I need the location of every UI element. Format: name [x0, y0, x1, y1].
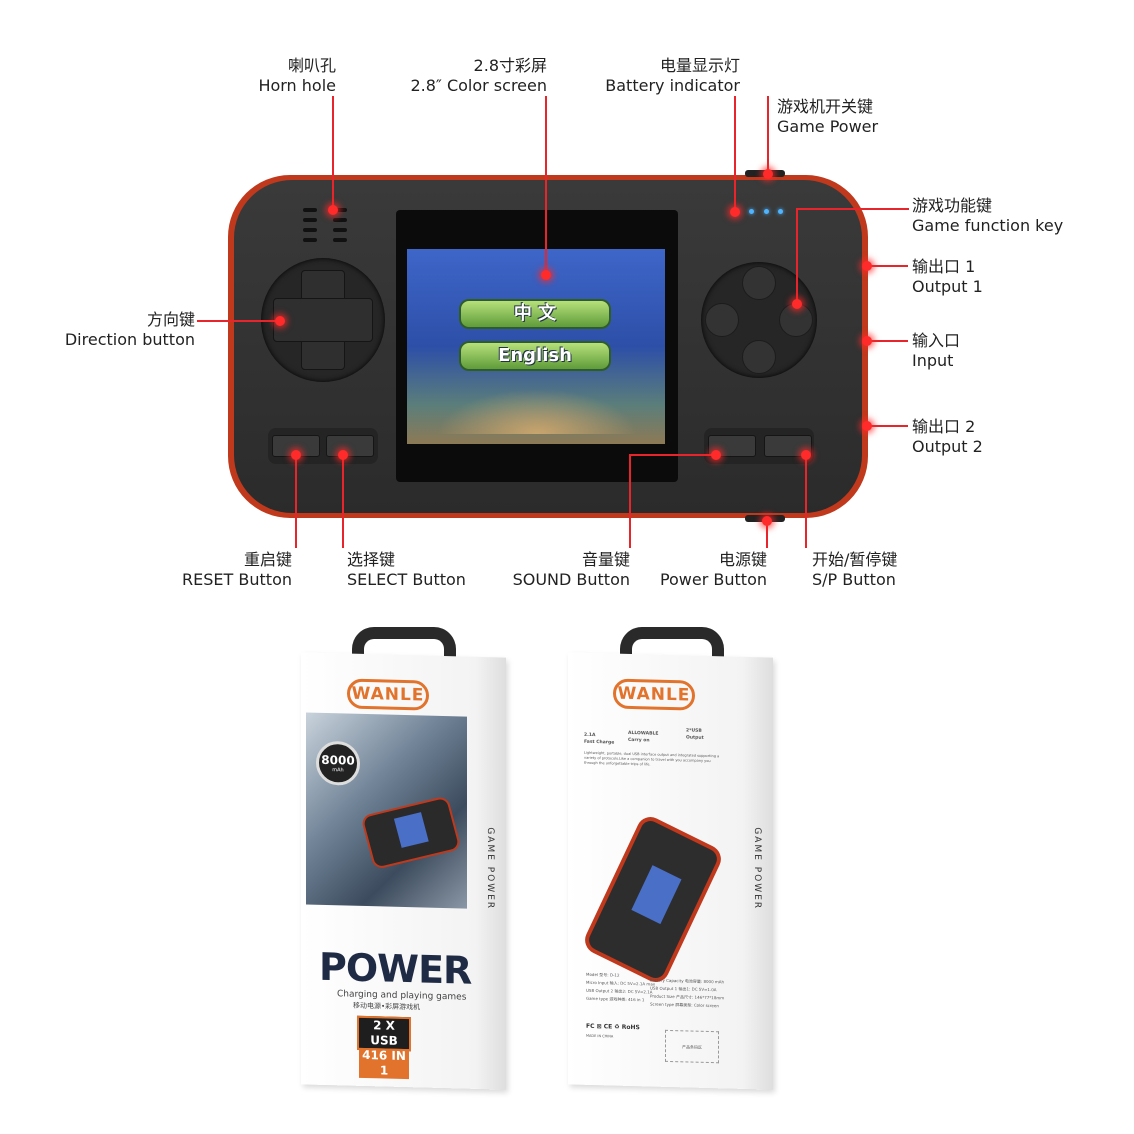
certifications: FC ⊠ CE ♻ RoHS	[586, 1022, 640, 1032]
made-in: MADE IN CHINA	[586, 1033, 614, 1039]
brand-logo-back: WANLE	[613, 678, 695, 711]
barcode-area: 产品条码区	[665, 1029, 719, 1064]
menu-english: English	[459, 341, 611, 371]
lcd-screen: 中 文 English	[407, 249, 665, 444]
brand-logo: WANLE	[347, 678, 429, 711]
box-side-text: GAME POWER	[485, 827, 495, 911]
sp-button	[764, 435, 812, 457]
box-subtitle-cn: 移动电源•彩屏游戏机	[353, 1001, 421, 1012]
box-description: Lightweight, portable, dual USB interfac…	[584, 750, 720, 767]
select-button	[326, 435, 374, 457]
menu-chinese: 中 文	[459, 299, 611, 329]
function-buttons	[701, 262, 817, 378]
box-title: POWER	[319, 944, 472, 993]
box-device-image	[580, 812, 726, 987]
box-back-side-text: GAME POWER	[752, 827, 762, 911]
